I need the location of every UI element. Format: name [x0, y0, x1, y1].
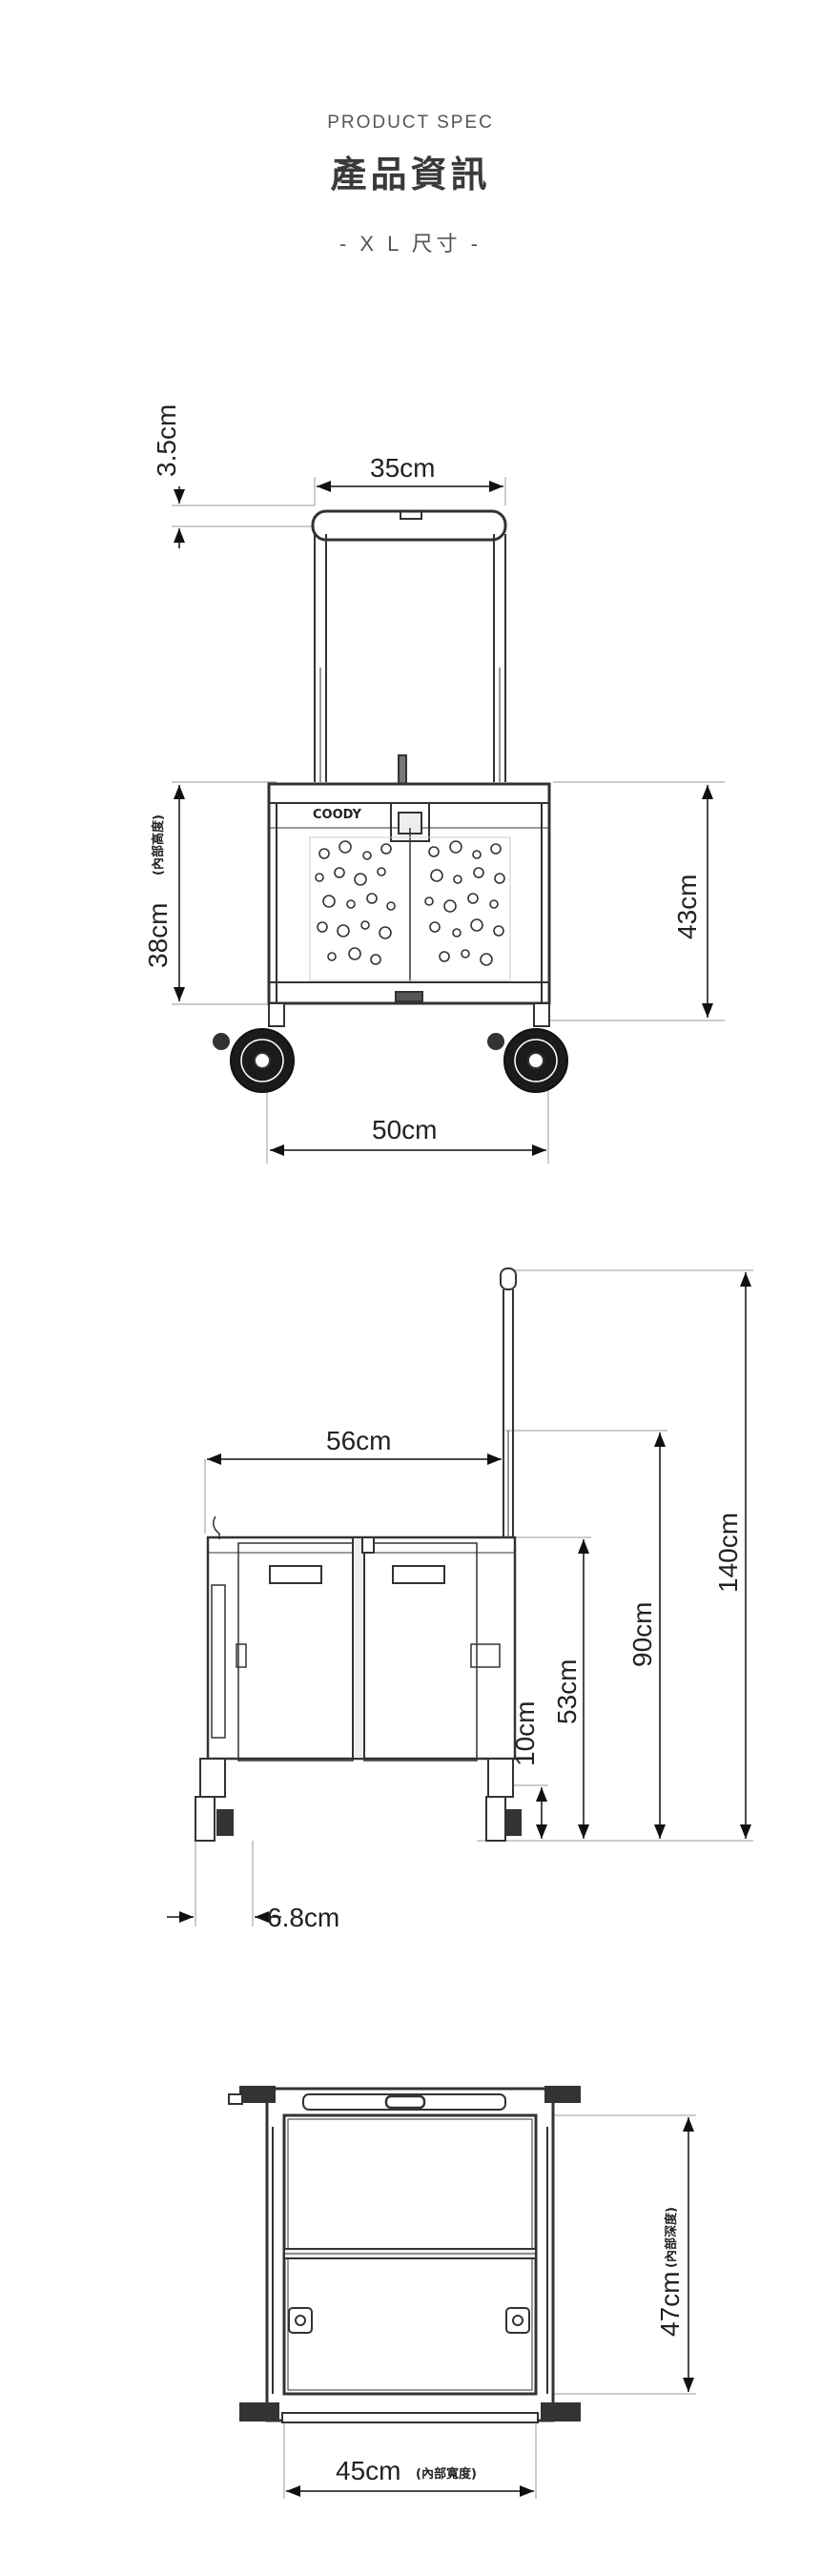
brand-logo: COODY — [313, 808, 361, 822]
dim-total-height-side: 140cm — [713, 1513, 743, 1593]
top-dimensions — [286, 2117, 694, 2497]
dim-wheel-height: 10cm — [510, 1701, 540, 1766]
front-dimensions — [174, 481, 713, 1156]
dim-body-height-note: (內部高度) — [151, 814, 166, 876]
dim-inner-width: 45cm — [336, 2456, 400, 2485]
dim-inner-width-note: (內部寬度) — [416, 2466, 477, 2482]
dim-total-height-front: 43cm — [672, 875, 702, 939]
perforation-pattern — [315, 840, 505, 966]
dim-handle-top: 3.5cm — [152, 404, 181, 477]
dim-depth: 56cm — [326, 1426, 391, 1455]
dim-offset: 6.8cm — [267, 1903, 339, 1932]
dim-body-height: 38cm — [143, 903, 173, 968]
dim-handle-height: 90cm — [627, 1602, 657, 1667]
dim-handle-width: 35cm — [370, 453, 435, 483]
dim-inner-depth-note: (內部深度) — [664, 2207, 679, 2268]
eyebrow-text: PRODUCT SPEC — [327, 113, 494, 133]
size-label: - X L 尺寸 - — [339, 232, 482, 256]
dim-width: 50cm — [372, 1115, 437, 1144]
dim-inner-depth: 47cm — [655, 2272, 685, 2337]
side-view — [195, 1267, 753, 1927]
side-dimensions — [167, 1272, 751, 1923]
top-view — [228, 2086, 696, 2499]
dim-body-height-side: 53cm — [552, 1659, 582, 1724]
page-title: 產品資訊 — [330, 154, 491, 196]
front-view — [172, 477, 725, 1164]
